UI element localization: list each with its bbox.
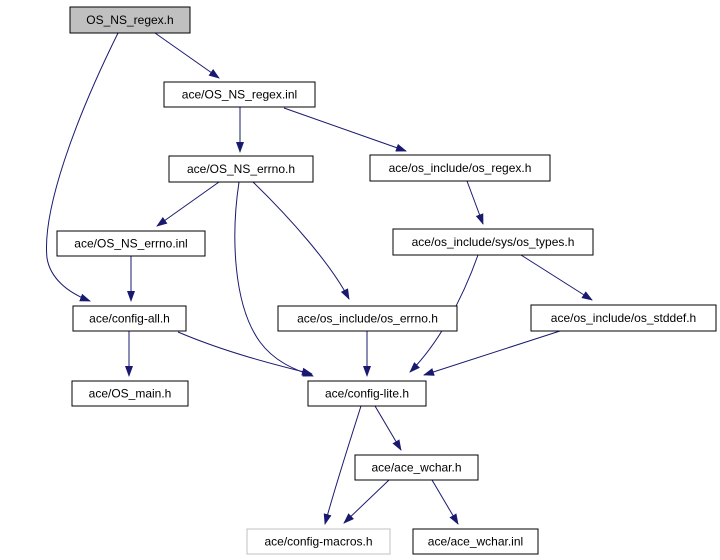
node-ace-os-ns-regex-inl[interactable]: ace/OS_NS_regex.inl [163, 81, 316, 108]
node-ace-os-include-os-regex-h[interactable]: ace/os_include/os_regex.h [369, 154, 551, 182]
node-label-ace-os-include-os-regex-h: ace/os_include/os_regex.h [389, 161, 532, 175]
node-label-ace-os-include-os-stddef-h: ace/os_include/os_stddef.h [551, 311, 696, 325]
edge-ace-ace-wchar-h-to-ace-ace-wchar-inl [431, 479, 459, 525]
node-label-ace-os-ns-regex-inl: ace/OS_NS_regex.inl [182, 88, 297, 102]
node-box-ace-config-all-h[interactable] [72, 305, 187, 332]
node-label-ace-os-ns-errno-h: ace/OS_NS_errno.h [187, 162, 295, 176]
node-ace-os-include-sys-os-types-h[interactable]: ace/os_include/sys/os_types.h [392, 228, 594, 256]
edge-os-ns-regex-h-to-ace-os-ns-regex-inl [154, 32, 220, 79]
node-label-ace-config-macros-h: ace/config-macros.h [264, 535, 372, 549]
node-label-ace-os-main-h: ace/OS_main.h [89, 387, 172, 401]
edges-layer [46, 32, 593, 525]
node-ace-os-main-h[interactable]: ace/OS_main.h [71, 380, 189, 407]
node-box-ace-config-lite-h[interactable] [307, 380, 427, 407]
node-ace-ace-wchar-inl[interactable]: ace/ace_wchar.inl [412, 528, 539, 555]
node-label-ace-ace-wchar-h: ace/ace_wchar.h [371, 461, 461, 475]
edge-ace-os-include-os-regex-h-to-ace-os-include-sys-os-types-h [466, 180, 484, 225]
node-box-os-ns-regex-h[interactable] [69, 6, 191, 34]
node-ace-os-ns-errno-h[interactable]: ace/OS_NS_errno.h [168, 155, 314, 183]
edge-ace-os-ns-errno-h-to-ace-config-lite-h [234, 181, 314, 377]
edge-ace-os-ns-errno-h-to-ace-os-include-os-errno-h [252, 181, 350, 300]
node-label-ace-config-lite-h: ace/config-lite.h [325, 387, 409, 401]
node-box-ace-os-include-os-errno-h[interactable] [277, 305, 458, 332]
edge-ace-os-ns-errno-h-to-ace-os-ns-errno-inl [156, 181, 220, 227]
node-box-ace-os-main-h[interactable] [71, 380, 189, 407]
node-os-ns-regex-h[interactable]: OS_NS_regex.h [69, 6, 191, 34]
node-label-ace-ace-wchar-inl: ace/ace_wchar.inl [428, 535, 523, 549]
edge-ace-config-all-h-to-ace-config-lite-h [177, 331, 313, 376]
node-box-ace-os-include-sys-os-types-h[interactable] [392, 228, 594, 256]
node-label-ace-os-ns-errno-inl: ace/OS_NS_errno.inl [74, 237, 187, 251]
node-ace-os-ns-errno-inl[interactable]: ace/OS_NS_errno.inl [56, 230, 206, 257]
node-box-ace-os-ns-errno-inl[interactable] [56, 230, 206, 257]
node-label-ace-os-include-sys-os-types-h: ace/os_include/sys/os_types.h [412, 235, 575, 249]
node-box-ace-config-macros-h[interactable] [246, 528, 391, 555]
node-box-ace-ace-wchar-inl[interactable] [412, 528, 539, 555]
node-ace-config-all-h[interactable]: ace/config-all.h [72, 305, 187, 332]
edge-ace-os-include-sys-os-types-h-to-ace-os-include-os-stddef-h [520, 254, 593, 301]
node-box-ace-os-ns-regex-inl[interactable] [163, 81, 316, 108]
node-box-ace-os-include-os-stddef-h[interactable] [530, 304, 717, 332]
edge-ace-os-include-os-stddef-h-to-ace-config-lite-h [423, 330, 561, 376]
node-box-ace-ace-wchar-h[interactable] [354, 454, 479, 481]
edge-ace-os-ns-regex-inl-to-ace-os-include-os-regex-h [283, 107, 407, 152]
node-ace-config-lite-h[interactable]: ace/config-lite.h [307, 380, 427, 407]
node-box-ace-os-ns-errno-h[interactable] [168, 155, 314, 183]
node-ace-ace-wchar-h[interactable]: ace/ace_wchar.h [354, 454, 479, 481]
node-label-ace-config-all-h: ace/config-all.h [89, 312, 170, 326]
node-ace-os-include-os-errno-h[interactable]: ace/os_include/os_errno.h [277, 305, 458, 332]
edge-os-ns-regex-h-to-ace-config-all-h [46, 32, 119, 302]
node-label-os-ns-regex-h: OS_NS_regex.h [86, 13, 173, 27]
node-ace-config-macros-h[interactable]: ace/config-macros.h [246, 528, 391, 555]
edge-ace-config-lite-h-to-ace-config-macros-h [323, 405, 362, 525]
node-box-ace-os-include-os-regex-h[interactable] [369, 154, 551, 182]
node-ace-os-include-os-stddef-h[interactable]: ace/os_include/os_stddef.h [530, 304, 717, 332]
edge-ace-config-lite-h-to-ace-ace-wchar-h [374, 405, 402, 451]
nodes-layer: OS_NS_regex.h ace/OS_NS_regex.inl ace/OS_N… [56, 6, 717, 555]
node-label-ace-os-include-os-errno-h: ace/os_include/os_errno.h [297, 312, 438, 326]
edge-ace-ace-wchar-h-to-ace-config-macros-h [343, 479, 390, 524]
